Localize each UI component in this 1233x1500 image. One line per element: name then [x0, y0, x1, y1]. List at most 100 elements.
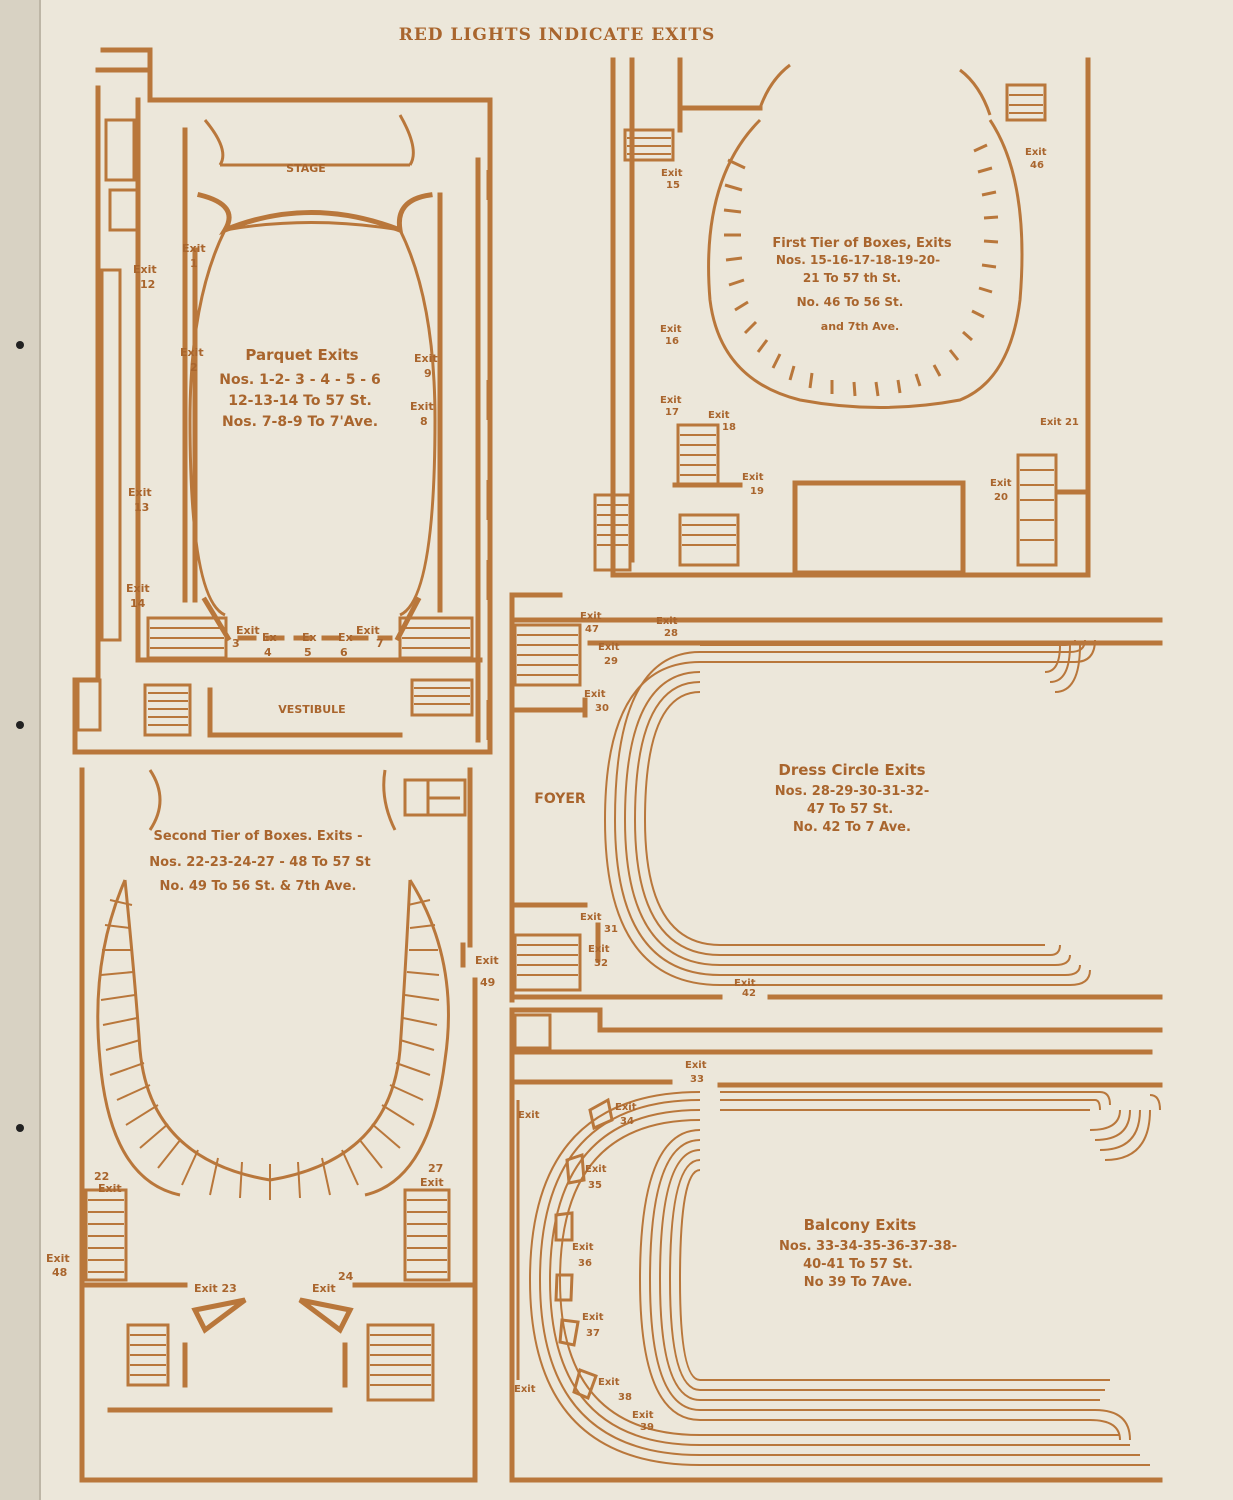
exit-49-word: Exit [475, 954, 499, 967]
exit-balcony-left-word: Exit [518, 1110, 540, 1121]
exit-47-word: Exit [580, 611, 602, 622]
exit-42-num: 42 [742, 988, 756, 999]
exit-46-num: 46 [1030, 160, 1044, 171]
first-tier-line-2: 21 To 57 th St. [803, 271, 901, 285]
exit-9-num: 9 [424, 367, 432, 380]
parquet-title: Parquet Exits [245, 346, 358, 364]
exit-2-word: Exit [180, 346, 204, 359]
exit-19-num: 19 [750, 486, 764, 497]
exit-31-word: Exit [580, 912, 602, 923]
parquet-line-2: 12-13-14 To 57 St. [228, 393, 372, 409]
exit-9-word: Exit [414, 352, 438, 365]
exit-8-num: 8 [420, 415, 428, 428]
exit-19-word: Exit [742, 472, 764, 483]
exit-37-word: Exit [582, 1312, 604, 1323]
second-tier-plan: Second Tier of Boxes. Exits - Nos. 22-23… [46, 767, 499, 1483]
exit-30-word: Exit [584, 689, 606, 700]
dress-circle-line-2: 47 To 57 St. [807, 802, 893, 817]
balcony-line-1: Nos. 33-34-35-36-37-38- [779, 1239, 957, 1254]
first-tier-line-4: and 7th Ave. [821, 320, 899, 333]
exit-14-num: 14 [130, 597, 146, 610]
dress-circle-plan: FOYER Dress Circle Exits Nos. 28-29-30-3… [509, 592, 1163, 1003]
parquet-line-3: Nos. 7-8-9 To 7'Ave. [222, 414, 378, 430]
page-title: RED LIGHTS INDICATE EXITS [399, 25, 716, 45]
exit-48-word: Exit [46, 1252, 70, 1265]
second-tier-title: Second Tier of Boxes. Exits - [154, 829, 363, 844]
vestibule-label: VESTIBULE [278, 703, 345, 716]
exit-4-num: 4 [264, 646, 272, 659]
exit-42-word: Exit [734, 978, 756, 989]
second-tier-line-2: No. 49 To 56 St. & 7th Ave. [160, 879, 357, 894]
first-tier-line-3: No. 46 To 56 St. [797, 295, 904, 309]
exit-15-num: 15 [666, 180, 680, 191]
balcony-title: Balcony Exits [804, 1216, 917, 1234]
exit-47-num: 47 [585, 624, 599, 635]
first-tier-line-1: Nos. 15-16-17-18-19-20- [776, 253, 940, 267]
exit-12-word: Exit [133, 263, 157, 276]
exit-32-num: 32 [594, 958, 608, 969]
exit-24-word: Exit [312, 1282, 336, 1295]
exit-35-num: 35 [588, 1180, 602, 1191]
balcony-line-3: No 39 To 7Ave. [804, 1275, 912, 1290]
exit-24-num: 24 [338, 1270, 354, 1283]
exit-48-num: 48 [52, 1266, 67, 1279]
exit-4-word: Ex [262, 631, 277, 644]
exit-6-word: Ex [338, 631, 353, 644]
first-tier-title: First Tier of Boxes, Exits [772, 236, 952, 251]
exit-12-num: 12 [140, 278, 155, 291]
exit-16-word: Exit [660, 324, 682, 335]
exit-37-num: 37 [586, 1328, 600, 1339]
exit-7-num: 7 [376, 637, 384, 650]
exit-8-word: Exit [410, 400, 434, 413]
exit-34-word: Exit [615, 1102, 637, 1113]
exit-36-num: 36 [578, 1258, 592, 1269]
dress-circle-line-3: No. 42 To 7 Ave. [793, 820, 911, 835]
second-tier-line-1: Nos. 22-23-24-27 - 48 To 57 St [149, 855, 370, 870]
exit-14-word: Exit [126, 582, 150, 595]
exit-20-word: Exit [990, 478, 1012, 489]
exit-15-word: Exit [661, 168, 683, 179]
exit-36-word: Exit [572, 1242, 594, 1253]
exit-17-num: 17 [665, 407, 679, 418]
exit-34-num: 34 [620, 1116, 634, 1127]
exit-1-word: Exit [182, 242, 206, 255]
exit-5-num: 5 [304, 646, 312, 659]
exit-49-num: 49 [480, 976, 495, 989]
exit-1-num: 1 [190, 257, 198, 270]
exit-16-num: 16 [665, 336, 679, 347]
exit-28-num: 28 [664, 628, 678, 639]
exit-7-word: Exit [356, 624, 380, 637]
exit-30-num: 30 [595, 703, 609, 714]
foyer-label: FOYER [534, 791, 586, 807]
left-binding-strip [0, 0, 40, 1500]
exit-38-word: Exit [598, 1377, 620, 1388]
exit-29-num: 29 [604, 656, 618, 667]
stage-label: STAGE [286, 162, 326, 175]
exit-31-num: 31 [604, 924, 618, 935]
exit-46-word: Exit [1025, 147, 1047, 158]
exit-6-num: 6 [340, 646, 348, 659]
exit-22-word: Exit [98, 1182, 122, 1195]
exit-5-word: Ex [302, 631, 317, 644]
first-tier-plan: First Tier of Boxes, Exits Nos. 15-16-17… [593, 57, 1091, 578]
exit-29-word: Exit [598, 642, 620, 653]
exit-27-num: 27 [428, 1162, 443, 1175]
dress-circle-title: Dress Circle Exits [778, 761, 925, 779]
exit-13-word: Exit [128, 486, 152, 499]
exit-22-num: 22 [94, 1170, 109, 1183]
exit-18-num: 18 [722, 422, 736, 433]
exit-33-num: 33 [690, 1074, 704, 1085]
exit-21-label: Exit 21 [1040, 417, 1079, 428]
exit-13-num: 13 [134, 501, 149, 514]
exit-28-word: Exit [656, 616, 678, 627]
exit-20-num: 20 [994, 492, 1008, 503]
balcony-line-2: 40-41 To 57 St. [803, 1257, 913, 1272]
parquet-plan: STAGE VESTIBULE Parquet Exits Nos. 1-2- … [72, 47, 493, 755]
exit-3-word: Exit [236, 624, 260, 637]
exit-18-word: Exit [708, 410, 730, 421]
exit-27-word: Exit [420, 1176, 444, 1189]
exit-17-word: Exit [660, 395, 682, 406]
exit-39-num: 39 [640, 1422, 654, 1433]
